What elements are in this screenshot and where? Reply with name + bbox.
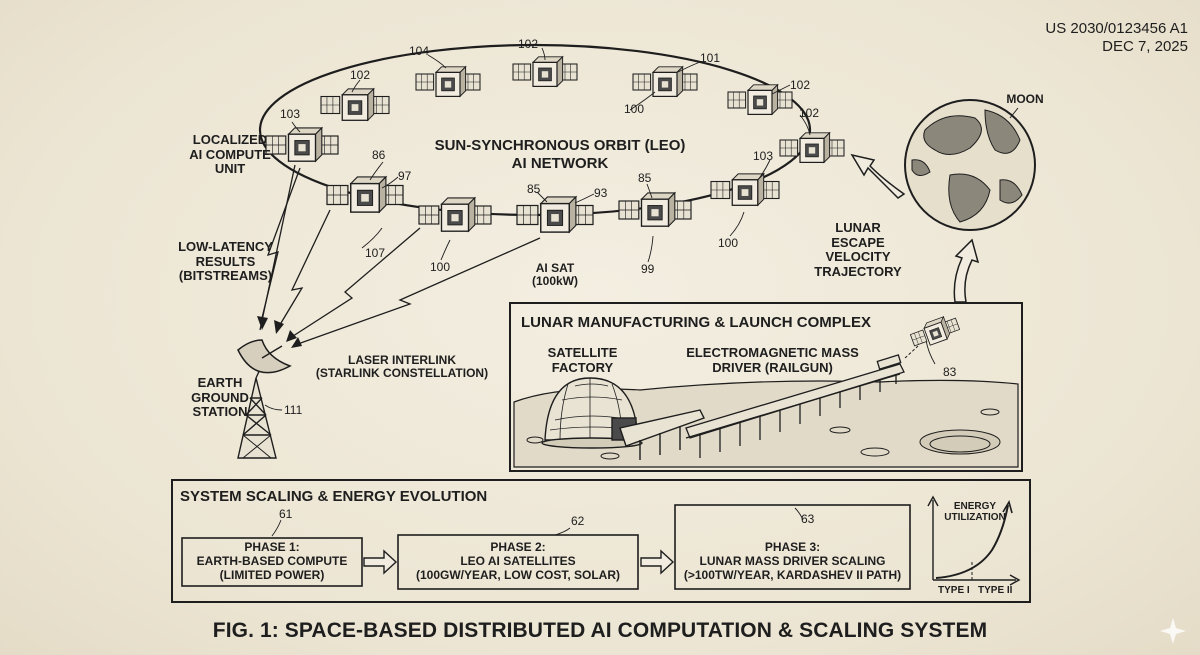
orbit-subtitle: AI NETWORK: [511, 155, 609, 172]
satellite-icon: [418, 197, 492, 232]
satellite-icon: [320, 88, 390, 121]
satellite-icon: [632, 66, 698, 98]
graph-xlabel-type-2: TYPE II: [978, 585, 1013, 596]
ai-sat-icon: [516, 196, 594, 233]
ref-102: 102: [350, 68, 371, 82]
ref-102: 102: [790, 78, 811, 92]
launched-satellite-icon: [908, 312, 962, 351]
moon-label: MOON: [1006, 92, 1044, 106]
orbit-title: SUN-SYNCHRONOUS ORBIT (LEO): [434, 137, 686, 154]
ref-99: 99: [641, 262, 655, 276]
ref-103: 103: [753, 149, 774, 163]
ai-sat-label: AI SAT (100kW): [531, 261, 578, 289]
satellite-factory-dome-icon: [541, 377, 705, 460]
figure-caption: FIG. 1: SPACE-BASED DISTRIBUTED AI COMPU…: [212, 619, 988, 642]
earth-ground-station-icon: [237, 339, 292, 459]
ref-86: 86: [372, 148, 386, 162]
ref-103: 103: [280, 107, 301, 121]
scaling-title: SYSTEM SCALING & ENERGY EVOLUTION: [180, 488, 488, 505]
satellite-factory-label: SATELLITE FACTORY: [547, 345, 618, 375]
mass-driver-railgun-icon: [685, 354, 905, 458]
phase-2-label: PHASE 2: LEO AI SATELLITES (100GW/YEAR, …: [415, 540, 620, 582]
graph-xlabel-type-1: TYPE I: [938, 585, 970, 596]
satellite-icon: [710, 173, 780, 206]
ref-100: 100: [624, 102, 645, 116]
sparkle-icon: [1160, 618, 1186, 644]
publication-number: US 2030/0123456 A1: [1045, 20, 1188, 37]
phase-2-box: [397, 534, 639, 590]
ref-111: 111: [284, 403, 303, 417]
ref-100: 100: [718, 236, 739, 250]
graph-ylabel: ENERGY UTILIZATION: [944, 501, 1006, 524]
ref-85: 85: [638, 171, 652, 185]
ref-100: 100: [430, 260, 451, 274]
ref-83: 83: [943, 365, 957, 379]
ref-85: 85: [527, 182, 541, 196]
phase-arrows: [363, 549, 675, 575]
laser-interlink-label: LASER INTERLINK (STARLINK CONSTELLATION): [315, 353, 489, 381]
phase-3-label: PHASE 3: LUNAR MASS DRIVER SCALING (>100…: [683, 540, 902, 582]
ref-101: 101: [700, 51, 721, 65]
ground-station-label: EARTH GROUND STATION: [191, 375, 249, 420]
satellite-icon: [512, 56, 578, 88]
ref-61: 61: [279, 507, 293, 521]
lunar-complex-frame: [509, 302, 1023, 472]
ref-104: 104: [409, 44, 430, 58]
results-label: LOW-LATENCY RESULTS (BITSTREAMS): [178, 239, 273, 284]
ref-63: 63: [801, 512, 815, 526]
satellite-icon: [779, 132, 845, 163]
trajectory-label: LUNAR ESCAPE VELOCITY TRAJECTORY: [814, 220, 902, 279]
energy-utilization-graph: [927, 495, 1021, 586]
ref-93: 93: [594, 186, 608, 200]
satellite-icon: [618, 192, 692, 227]
satellite-icon: [415, 66, 481, 98]
moon-globe-icon: [904, 99, 1036, 231]
ref-102: 102: [518, 37, 539, 51]
lunar-complex-title: LUNAR MANUFACTURING & LAUNCH COMPLEX: [521, 314, 871, 331]
phase-1-box: [181, 537, 363, 587]
ref-62: 62: [571, 514, 585, 528]
localized-unit-label: LOCALIZED AI COMPUTE UNIT: [189, 132, 271, 177]
ref-97: 97: [398, 169, 412, 183]
publication-date: DEC 7, 2025: [1102, 38, 1188, 55]
scaling-frame: [171, 479, 1031, 603]
downlink-beams: [259, 164, 541, 346]
phase-1-label: PHASE 1: EARTH-BASED COMPUTE (LIMITED PO…: [196, 540, 348, 582]
ref-107: 107: [365, 246, 386, 260]
mass-driver-label: ELECTROMAGNETIC MASS DRIVER (RAILGUN): [686, 345, 859, 375]
phase-3-box: [674, 504, 911, 590]
ref-102: 102: [799, 106, 820, 120]
